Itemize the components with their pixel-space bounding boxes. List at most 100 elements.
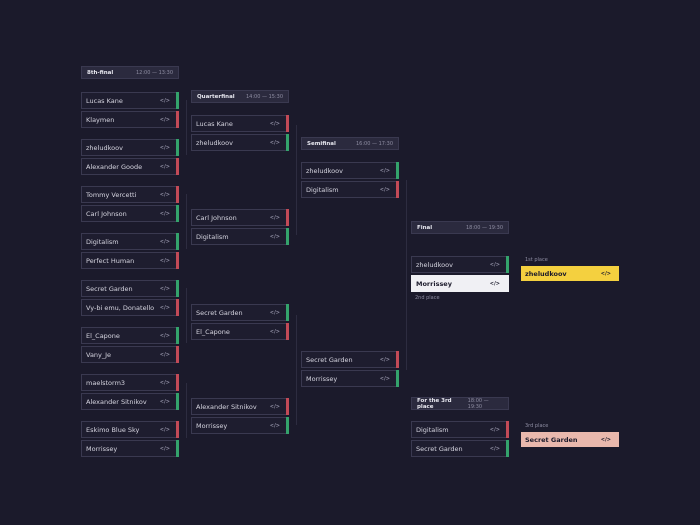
player-name: Perfect Human (86, 256, 135, 265)
player-name: El_Capone (86, 331, 120, 340)
player-slot[interactable]: Digitalism </> (301, 181, 399, 198)
code-icon[interactable]: </> (600, 270, 611, 277)
code-icon[interactable]: </> (600, 436, 611, 443)
player-slot[interactable]: Alexander Sitnikov </> (191, 398, 289, 415)
code-icon[interactable]: </> (159, 398, 170, 405)
match-8th-6: El_Capone </> Vany_Je </> (81, 327, 179, 365)
player-slot[interactable]: Vy-bi emu, Donatello</> (81, 299, 179, 316)
code-icon[interactable]: </> (379, 356, 390, 363)
code-icon[interactable]: </> (269, 309, 280, 316)
player-name: Vany_Je (86, 350, 112, 359)
code-icon[interactable]: </> (159, 144, 170, 151)
match-8th-5: Secret Garden</> Vy-bi emu, Donatello</> (81, 280, 179, 318)
player-name: zheludkoov (306, 166, 343, 175)
match-semi-2: Secret Garden</> Morrissey</> (301, 351, 399, 389)
player-slot[interactable]: zheludkoov </> (301, 162, 399, 179)
stage-time: 12:00 — 13:30 (136, 69, 173, 76)
code-icon[interactable]: </> (269, 120, 280, 127)
match-semi-1: zheludkoov </> Digitalism </> (301, 162, 399, 200)
third-place-label: 3rd place (525, 423, 549, 429)
code-icon[interactable]: </> (159, 285, 170, 292)
code-icon[interactable]: </> (489, 426, 500, 433)
code-icon[interactable]: </> (269, 214, 280, 221)
first-place-box[interactable]: zheludkoov </> (521, 266, 619, 281)
match-third-place: Digitalism</> Secret Garden </> (411, 421, 509, 459)
stage-title: Final (417, 224, 433, 231)
player-slot[interactable]: Perfect Human </> (81, 252, 179, 269)
player-slot[interactable]: Secret Garden</> (301, 351, 399, 368)
match-8th-4: Digitalism</> Perfect Human </> (81, 233, 179, 271)
code-icon[interactable]: </> (489, 261, 500, 268)
code-icon[interactable]: </> (269, 233, 280, 240)
player-slot[interactable]: Secret Garden</> (81, 280, 179, 297)
player-slot[interactable]: zheludkoov</> (191, 134, 289, 151)
player-slot[interactable]: maelstorm3</> (81, 374, 179, 391)
player-slot[interactable]: Eskimo Blue Sky</> (81, 421, 179, 438)
player-name: zheludkoov (525, 269, 567, 278)
player-slot[interactable]: Lucas Kane </> (191, 115, 289, 132)
stage-title: Quarterfinal (197, 93, 235, 100)
player-slot[interactable]: Vany_Je </> (81, 346, 179, 363)
third-place-box[interactable]: Secret Garden </> (521, 432, 619, 447)
player-slot[interactable]: Klaymen </> (81, 111, 179, 128)
code-icon[interactable]: </> (159, 257, 170, 264)
player-slot[interactable]: zheludkoov</> (81, 139, 179, 156)
player-name: El_Capone (196, 327, 230, 336)
code-icon[interactable]: </> (379, 186, 390, 193)
player-slot[interactable]: Morrissey</> (301, 370, 399, 387)
bracket-connector (296, 315, 297, 425)
player-slot[interactable]: Carl Johnson </> (81, 205, 179, 222)
player-name: Alexander Sitnikov (86, 397, 147, 406)
code-icon[interactable]: </> (159, 210, 170, 217)
player-slot[interactable]: Alexander Goode</> (81, 158, 179, 175)
player-slot[interactable]: Carl Johnson</> (191, 209, 289, 226)
player-name: Carl Johnson (86, 209, 127, 218)
code-icon[interactable]: </> (159, 97, 170, 104)
code-icon[interactable]: </> (489, 280, 500, 287)
player-name: Morrissey (416, 279, 452, 288)
code-icon[interactable]: </> (159, 304, 170, 311)
player-name: Morrissey (196, 421, 228, 430)
match-8th-8: Eskimo Blue Sky</> Morrissey</> (81, 421, 179, 459)
player-slot[interactable]: Tommy Vercetti</> (81, 186, 179, 203)
code-icon[interactable]: </> (159, 379, 170, 386)
player-slot[interactable]: Morrissey </> (191, 417, 289, 434)
code-icon[interactable]: </> (159, 238, 170, 245)
player-name: Alexander Sitnikov (196, 402, 257, 411)
code-icon[interactable]: </> (269, 403, 280, 410)
code-icon[interactable]: </> (159, 116, 170, 123)
code-icon[interactable]: </> (379, 375, 390, 382)
player-slot[interactable]: El_Capone </> (191, 323, 289, 340)
code-icon[interactable]: </> (159, 191, 170, 198)
player-slot[interactable]: Secret Garden </> (411, 440, 509, 457)
code-icon[interactable]: </> (269, 422, 280, 429)
player-slot[interactable]: Secret Garden</> (191, 304, 289, 321)
player-slot[interactable]: Alexander Sitnikov </> (81, 393, 179, 410)
code-icon[interactable]: </> (159, 163, 170, 170)
player-name: Lucas Kane (196, 119, 233, 128)
bracket-connector (186, 194, 187, 249)
player-slot-highlighted[interactable]: Morrissey </> (411, 275, 509, 292)
player-slot[interactable]: Digitalism</> (81, 233, 179, 250)
player-name: Secret Garden (416, 444, 463, 453)
code-icon[interactable]: </> (489, 445, 500, 452)
player-name: Digitalism (196, 232, 229, 241)
player-slot[interactable]: Morrissey</> (81, 440, 179, 457)
code-icon[interactable]: </> (379, 167, 390, 174)
player-slot[interactable]: Digitalism</> (411, 421, 509, 438)
code-icon[interactable]: </> (159, 351, 170, 358)
code-icon[interactable]: </> (159, 445, 170, 452)
code-icon[interactable]: </> (159, 426, 170, 433)
second-place-label: 2nd place (415, 295, 440, 301)
match-8th-2: zheludkoov</> Alexander Goode</> (81, 139, 179, 177)
stage-time: 18:00 — 19:30 (466, 224, 503, 231)
player-name: Digitalism (306, 185, 339, 194)
code-icon[interactable]: </> (269, 139, 280, 146)
player-slot[interactable]: Digitalism </> (191, 228, 289, 245)
player-slot[interactable]: zheludkoov</> (411, 256, 509, 273)
code-icon[interactable]: </> (159, 332, 170, 339)
player-name: Klaymen (86, 115, 115, 124)
player-slot[interactable]: Lucas Kane</> (81, 92, 179, 109)
player-slot[interactable]: El_Capone </> (81, 327, 179, 344)
code-icon[interactable]: </> (269, 328, 280, 335)
